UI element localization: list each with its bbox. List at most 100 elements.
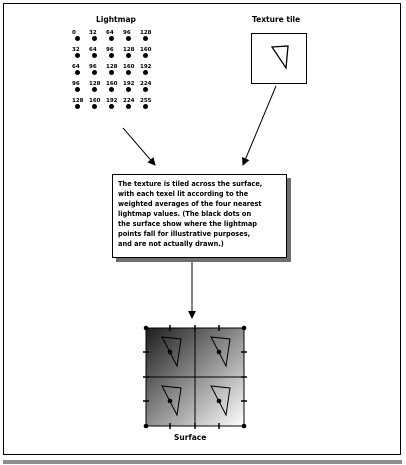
- lightmap-value: 128: [106, 64, 118, 70]
- texture-tile-triangle-icon: [270, 45, 289, 70]
- lightmap-point: 128: [72, 98, 96, 116]
- lightmap-point: 224: [140, 81, 164, 99]
- lightmap-value: 96: [123, 30, 131, 36]
- lightmap-point: 160: [140, 47, 164, 65]
- lightmap-point: 128: [106, 64, 130, 82]
- lightmap-dot: [109, 87, 114, 92]
- caption-line: the surface show where the lightmap: [118, 220, 258, 228]
- bottom-rule: [3, 460, 402, 464]
- lightmap-dot: [143, 87, 148, 92]
- lightmap-dot: [75, 70, 80, 75]
- texture-tile-box: [251, 33, 307, 84]
- lightmap-dot: [92, 36, 97, 41]
- lightmap-dot: [143, 104, 148, 109]
- lightmap-value: 192: [106, 98, 118, 104]
- surface-lightmap-dot: [143, 325, 149, 331]
- caption-line: points fall for illustrative purposes,: [118, 230, 251, 238]
- lightmap-dot: [75, 36, 80, 41]
- caption-line: lightmap values. (The black dots on: [118, 210, 252, 218]
- lightmap-value: 160: [106, 81, 118, 87]
- surface-lightmap-dot: [167, 398, 173, 404]
- caption-line: weighted averages of the four nearest: [118, 200, 262, 208]
- lightmap-point: 64: [72, 64, 96, 82]
- lightmap-value: 160: [123, 64, 135, 70]
- lightmap-value: 96: [89, 64, 97, 70]
- lightmap-value: 64: [106, 30, 114, 36]
- lightmap-dot: [126, 87, 131, 92]
- lightmap-point: 224: [123, 98, 147, 116]
- lightmap-dot: [143, 36, 148, 41]
- lightmap-point: 128: [123, 47, 147, 65]
- surface-lightmap-dot: [216, 398, 222, 404]
- lightmap-point: 96: [72, 81, 96, 99]
- caption-box: The texture is tiled across the surface,…: [112, 174, 287, 258]
- lightmap-point: 128: [89, 81, 113, 99]
- caption-line: and are not actually drawn.): [118, 240, 224, 248]
- caption-line: The texture is tiled across the surface,: [118, 180, 263, 188]
- surface-lightmap-dot: [167, 349, 173, 355]
- lightmap-value: 64: [89, 47, 97, 53]
- lightmap-point: 255: [140, 98, 164, 116]
- lightmap-title: Lightmap: [96, 15, 136, 24]
- lightmap-dot: [92, 53, 97, 58]
- lightmap-value: 32: [89, 30, 97, 36]
- lightmap-value: 128: [123, 47, 135, 53]
- lightmap-point: 192: [123, 81, 147, 99]
- lightmap-point: 64: [106, 30, 130, 48]
- lightmap-value: 224: [140, 81, 152, 87]
- lightmap-value: 160: [89, 98, 101, 104]
- texture-tile-title: Texture tile: [252, 15, 301, 24]
- lightmap-dot: [109, 104, 114, 109]
- lightmap-point: 64: [89, 47, 113, 65]
- lightmap-dot: [126, 104, 131, 109]
- lightmap-point: 160: [106, 81, 130, 99]
- lightmap-value: 128: [72, 98, 84, 104]
- lightmap-dot: [126, 70, 131, 75]
- lightmap-value: 192: [140, 64, 152, 70]
- lightmap-point: 32: [72, 47, 96, 65]
- lightmap-value: 64: [72, 64, 80, 70]
- lightmap-value: 32: [72, 47, 80, 53]
- lightmap-value: 96: [72, 81, 80, 87]
- lightmap-point: 160: [123, 64, 147, 82]
- lightmap-value: 224: [123, 98, 135, 104]
- lightmap-point: 96: [89, 64, 113, 82]
- lightmap-dot: [92, 87, 97, 92]
- caption-line: with each texel lit according to the: [118, 190, 249, 198]
- lightmap-dot: [109, 53, 114, 58]
- lightmap-point: 96: [123, 30, 147, 48]
- lightmap-dot: [75, 104, 80, 109]
- lightmap-point: 0: [72, 30, 96, 48]
- lightmap-dot: [75, 87, 80, 92]
- lightmap-dot: [75, 53, 80, 58]
- surface-lightmap-dot: [241, 325, 247, 331]
- lightmap-dot: [143, 53, 148, 58]
- lightmap-dot: [126, 53, 131, 58]
- lightmap-point: 128: [140, 30, 164, 48]
- lightmap-value: 128: [89, 81, 101, 87]
- lightmap-value: 0: [72, 30, 76, 36]
- lightmap-point: 192: [140, 64, 164, 82]
- lightmap-point: 96: [106, 47, 130, 65]
- surface-lightmap-dot: [143, 423, 149, 429]
- arrow-lightmap-to-caption: [122, 127, 156, 166]
- lightmap-dot: [92, 104, 97, 109]
- surface-lightmap-dot: [216, 349, 222, 355]
- lightmap-dot: [92, 70, 97, 75]
- lightmap-value: 96: [106, 47, 114, 53]
- lightmap-value: 128: [140, 30, 152, 36]
- lightmap-value: 255: [140, 98, 152, 104]
- arrow-texture-to-caption: [242, 85, 277, 166]
- lightmap-dot: [109, 36, 114, 41]
- lightmap-point: 160: [89, 98, 113, 116]
- lightmap-value: 160: [140, 47, 152, 53]
- lightmap-dot: [109, 70, 114, 75]
- lightmap-dot: [143, 70, 148, 75]
- surface-lightmap-dot: [241, 423, 247, 429]
- lightmap-dot: [126, 36, 131, 41]
- surface: [143, 325, 247, 429]
- lightmap-point: 32: [89, 30, 113, 48]
- lightmap-value: 192: [123, 81, 135, 87]
- lightmap-point: 192: [106, 98, 130, 116]
